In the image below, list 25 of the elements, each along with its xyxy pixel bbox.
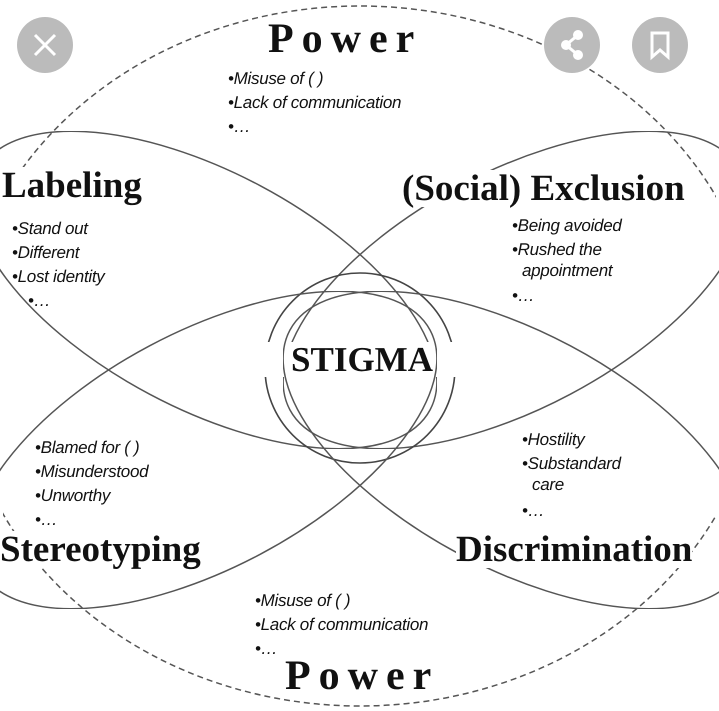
bullet-item: •Misuse of ( )	[255, 590, 350, 612]
bullet-item: •…	[28, 290, 50, 312]
bullet-item: •Misunderstood	[35, 461, 148, 482]
section-title: Stereotyping	[0, 531, 201, 568]
bullet-item: •Misuse of ( )	[228, 68, 324, 90]
bullet-item: •…	[512, 285, 534, 306]
section-title: Power	[268, 18, 422, 60]
bullet-item: •…	[35, 509, 58, 530]
bullet-item: •…	[255, 638, 278, 660]
bullet-item: •Hostility	[522, 429, 584, 450]
bullet-item: •Unworthy	[35, 485, 110, 506]
bullet-item: •Lack of communication	[255, 614, 428, 636]
bullet-item: •Being avoided	[512, 215, 622, 236]
bullet-item: •…	[522, 500, 544, 522]
bullet-item: •Stand out	[12, 218, 88, 240]
section-title: Power	[285, 655, 440, 697]
bullet-item: •Substandard care	[522, 453, 622, 496]
bullet-item: •Rushed the appointment	[512, 239, 614, 282]
section-title: (Social) Exclusion	[402, 170, 685, 207]
bullet-item: •Different	[12, 242, 80, 264]
bullet-item: •Blamed for ( )	[35, 437, 140, 458]
bullet-item: •Lost identity	[12, 266, 104, 288]
bullet-item: •…	[228, 116, 250, 138]
bullet-item: •Lack of communication	[228, 92, 402, 114]
section-title: Labeling	[2, 167, 142, 204]
